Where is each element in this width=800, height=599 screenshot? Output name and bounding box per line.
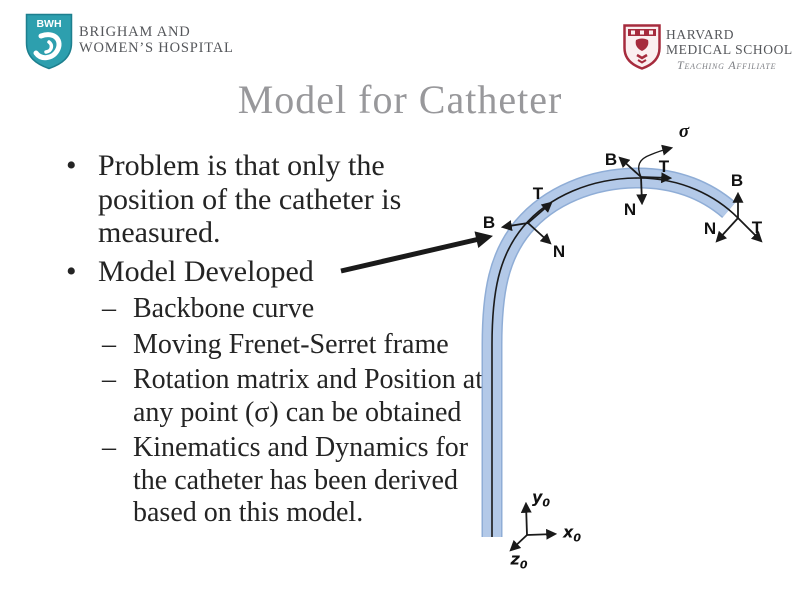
backbone-curve bbox=[491, 177, 739, 537]
frame1-N-label: N bbox=[552, 242, 566, 261]
bullet-text: Kinematics and Dynamics for the catheter… bbox=[133, 432, 469, 529]
frame3-T-label: T bbox=[751, 218, 763, 237]
frame1-B-arrow bbox=[500, 220, 529, 232]
z0-axis-label: z0 bbox=[510, 549, 528, 572]
frame1-T-label: T bbox=[532, 184, 544, 203]
sub-bullet-marker: – bbox=[102, 293, 116, 325]
harvard-shield-icon bbox=[623, 24, 661, 70]
sub-bullet-item: – Kinematics and Dynamics for the cathet… bbox=[102, 432, 484, 529]
catheter-tube bbox=[483, 168, 735, 537]
bwh-name-line2: WOMEN’S HOSPITAL bbox=[79, 40, 234, 56]
x0-axis-arrow bbox=[526, 528, 558, 540]
frame2-T-label: T bbox=[658, 157, 670, 176]
bwh-name-line1: BRIGHAM AND bbox=[79, 24, 191, 40]
harvard-tagline: Teaching Affiliate bbox=[677, 58, 777, 72]
frame3-T-arrow bbox=[737, 217, 763, 243]
y0-axis-label: y0 bbox=[531, 487, 551, 510]
sub-bullet-item: – Moving Frenet-Serret frame bbox=[102, 329, 484, 361]
frame2-T-arrow bbox=[640, 172, 673, 184]
bwh-shield-icon: BWH bbox=[25, 13, 73, 70]
page-title: Model for Catheter bbox=[237, 77, 563, 122]
sigma-pointer-curve bbox=[638, 144, 674, 178]
y0-axis-arrow bbox=[520, 501, 532, 536]
bullet-text: Rotation matrix and Position at any poin… bbox=[133, 364, 483, 428]
harvard-name-line2: MEDICAL SCHOOL bbox=[666, 42, 793, 57]
sub-bullet-marker: – bbox=[102, 364, 116, 396]
frame2-B-label: B bbox=[604, 150, 618, 169]
sub-bullet-item: – Backbone curve bbox=[102, 293, 484, 325]
sub-bullet-item: – Rotation matrix and Position at any po… bbox=[102, 364, 484, 429]
frame3-N-arrow bbox=[715, 217, 739, 243]
bullet-text: Backbone curve bbox=[133, 293, 315, 325]
frame2-N-arrow bbox=[636, 176, 648, 206]
sigma-label: σ bbox=[678, 121, 690, 142]
bwh-logo: BWH bbox=[25, 13, 73, 75]
bullet-text: Moving Frenet-Serret frame bbox=[133, 328, 449, 360]
frame3-B-label: B bbox=[730, 171, 744, 190]
bullet-item: • Problem is that only the position of t… bbox=[60, 149, 484, 250]
bullet-text: Problem is that only the position of the… bbox=[98, 149, 402, 250]
z0-axis-arrow bbox=[509, 534, 528, 552]
bullet-item: • Model Developed bbox=[60, 255, 484, 289]
sub-bullet-marker: – bbox=[102, 328, 116, 360]
frame2-B-arrow bbox=[618, 156, 642, 178]
pointer-arrow bbox=[340, 231, 493, 274]
harvard-school-name: HARVARD MEDICAL SCHOOL Teaching Affiliat… bbox=[666, 27, 793, 73]
bullet-text: Model Developed bbox=[98, 254, 314, 288]
x0-axis-label: x0 bbox=[563, 522, 581, 545]
bullet-marker: • bbox=[66, 254, 77, 288]
sub-bullet-marker: – bbox=[102, 432, 116, 464]
frame1-T-arrow bbox=[527, 201, 553, 224]
bwh-hospital-name: BRIGHAM AND WOMEN’S HOSPITAL bbox=[79, 24, 234, 56]
frame1-N-arrow bbox=[527, 222, 552, 245]
frame1-B-label: B bbox=[482, 213, 496, 232]
harvard-logo bbox=[623, 24, 661, 75]
harvard-name-line1: HARVARD bbox=[666, 27, 735, 42]
frame2-N-label: N bbox=[623, 200, 637, 219]
slide-body: • Problem is that only the position of t… bbox=[60, 149, 484, 533]
frame3-N-label: N bbox=[703, 219, 717, 238]
bullet-marker: • bbox=[66, 149, 77, 182]
bwh-shield-text: BWH bbox=[36, 18, 61, 30]
